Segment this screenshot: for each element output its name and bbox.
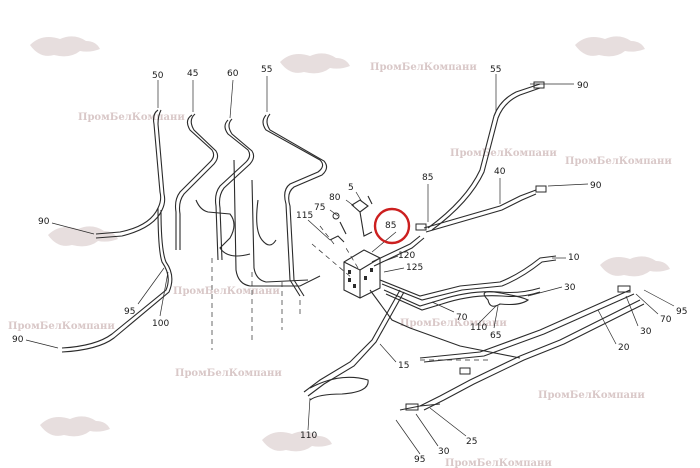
part-label-95: 95: [124, 307, 135, 317]
part-label-60: 60: [227, 69, 239, 79]
part-label-50: 50: [152, 71, 164, 81]
part-label-95: 95: [676, 307, 687, 317]
watermark-text: ПромБелКомпани: [450, 148, 557, 159]
part-label-30: 30: [640, 327, 652, 337]
watermark-text: ПромБелКомпани: [445, 458, 552, 468]
watermark-text: ПромБелКомпани: [370, 62, 477, 73]
part-label-120: 120: [398, 251, 415, 261]
part-label-30: 30: [438, 447, 450, 457]
part-label-65: 65: [490, 331, 501, 341]
part-label-95: 95: [414, 455, 425, 465]
part-label-80: 80: [329, 193, 341, 203]
part-label-100: 100: [152, 319, 169, 329]
pipe-group-lower: [303, 285, 645, 411]
part-label-90: 90: [590, 181, 602, 191]
part-labels: 50 45 60 55 55 90 90 90 90 85 40 5 80 75…: [12, 65, 687, 465]
part-label-90: 90: [38, 217, 50, 227]
leader-lines: [25, 74, 675, 455]
part-label-55: 55: [490, 65, 501, 75]
fittings-cluster: [329, 195, 373, 243]
distribution-block: [343, 249, 381, 299]
watermark-text: ПромБелКомпани: [400, 318, 507, 329]
part-label-90: 90: [577, 81, 589, 91]
part-label-10: 10: [568, 253, 580, 263]
part-label-125: 125: [406, 263, 423, 273]
part-label-40: 40: [494, 167, 506, 177]
part-label-90: 90: [12, 335, 24, 345]
part-label-115: 115: [296, 211, 313, 221]
pipe-bundle-left: [61, 109, 328, 353]
part-label-30: 30: [564, 283, 576, 293]
pipe-group-upper-right: [371, 81, 547, 267]
part-label-70: 70: [660, 315, 672, 325]
centre-lines: [211, 225, 488, 361]
part-label-55: 55: [261, 65, 272, 75]
watermark-text: ПромБелКомпани: [78, 112, 185, 123]
part-label-85: 85: [422, 173, 433, 183]
part-label-45: 45: [187, 69, 198, 79]
pipe-group-right-middle: [369, 255, 557, 359]
watermark-text: ПромБелКомпани: [173, 286, 280, 297]
watermark-text: ПромБелКомпани: [538, 390, 645, 401]
watermark-text: ПромБелКомпани: [8, 321, 115, 332]
watermark-logo: [30, 36, 670, 452]
part-label-25: 25: [466, 437, 477, 447]
part-label-70: 70: [456, 313, 468, 323]
watermark-text: ПромБелКомпани: [175, 368, 282, 379]
part-label-15: 15: [398, 361, 409, 371]
part-label-110: 110: [300, 431, 317, 441]
highlight-circle: [373, 207, 411, 245]
part-label-5: 5: [348, 183, 354, 193]
watermark-text: ПромБелКомпани: [565, 156, 672, 167]
part-label-20: 20: [618, 343, 630, 353]
part-label-75: 75: [314, 203, 325, 213]
part-label-85-highlighted: 85: [385, 221, 396, 231]
part-label-110: 110: [470, 323, 487, 333]
